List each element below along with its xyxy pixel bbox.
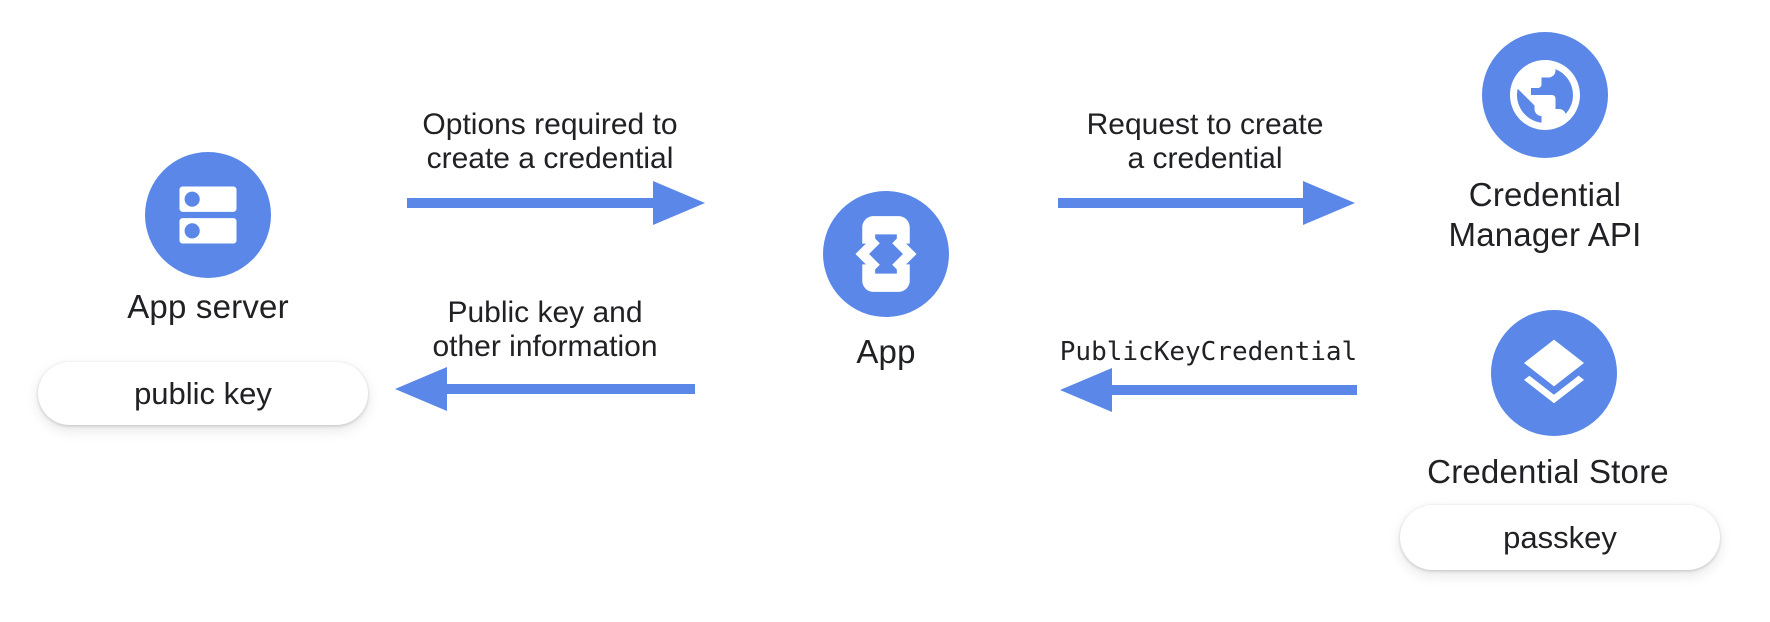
arrow-left-public-key-info [395, 367, 695, 411]
public-key-pill-label: public key [134, 375, 272, 411]
flow-publickeycredential-label: PublicKeyCredential [1059, 337, 1358, 367]
flow-public-key-info-line1: Public key and [447, 296, 643, 329]
server-icon [179, 186, 237, 244]
credential-manager-api-line1: Credential [1468, 176, 1622, 213]
flow-request-create-label: Request to create a credential [1045, 108, 1365, 176]
arrow-left-publickeycredential [1060, 368, 1357, 412]
flow-request-create-line2: a credential [1127, 142, 1283, 175]
public-key-pill: public key [38, 362, 368, 425]
app-server-node [145, 152, 271, 278]
credential-store-label: Credential Store [1427, 453, 1669, 490]
arrowhead-icon [1060, 368, 1112, 412]
flow-options-line1: Options required to [422, 108, 678, 141]
globe-icon [1510, 60, 1580, 130]
layers-icon [1524, 339, 1584, 404]
flow-request-create-line1: Request to create [1086, 108, 1324, 141]
flow-public-key-info-label: Public key and other information [395, 296, 695, 364]
phone-code-icon [855, 216, 917, 292]
credential-manager-api-line2: Manager API [1448, 216, 1642, 253]
credential-store-node [1491, 310, 1617, 436]
arrowhead-icon [395, 367, 447, 411]
arrowhead-icon [1303, 181, 1355, 225]
app-label: App [856, 333, 916, 370]
arrow-right-options [407, 181, 705, 225]
arrowhead-icon [653, 181, 705, 225]
passkey-pill-label: passkey [1503, 519, 1617, 555]
arrow-right-request-create [1058, 181, 1355, 225]
passkey-pill: passkey [1400, 505, 1720, 570]
app-server-label: App server [127, 288, 289, 325]
credential-manager-api-label: Credential Manager API [1385, 175, 1705, 255]
flow-public-key-info-line2: other information [432, 330, 658, 363]
app-node [823, 191, 949, 317]
flow-options-line2: create a credential [426, 142, 674, 175]
credential-manager-api-node [1482, 32, 1608, 158]
flow-options-label: Options required to create a credential [385, 108, 715, 176]
